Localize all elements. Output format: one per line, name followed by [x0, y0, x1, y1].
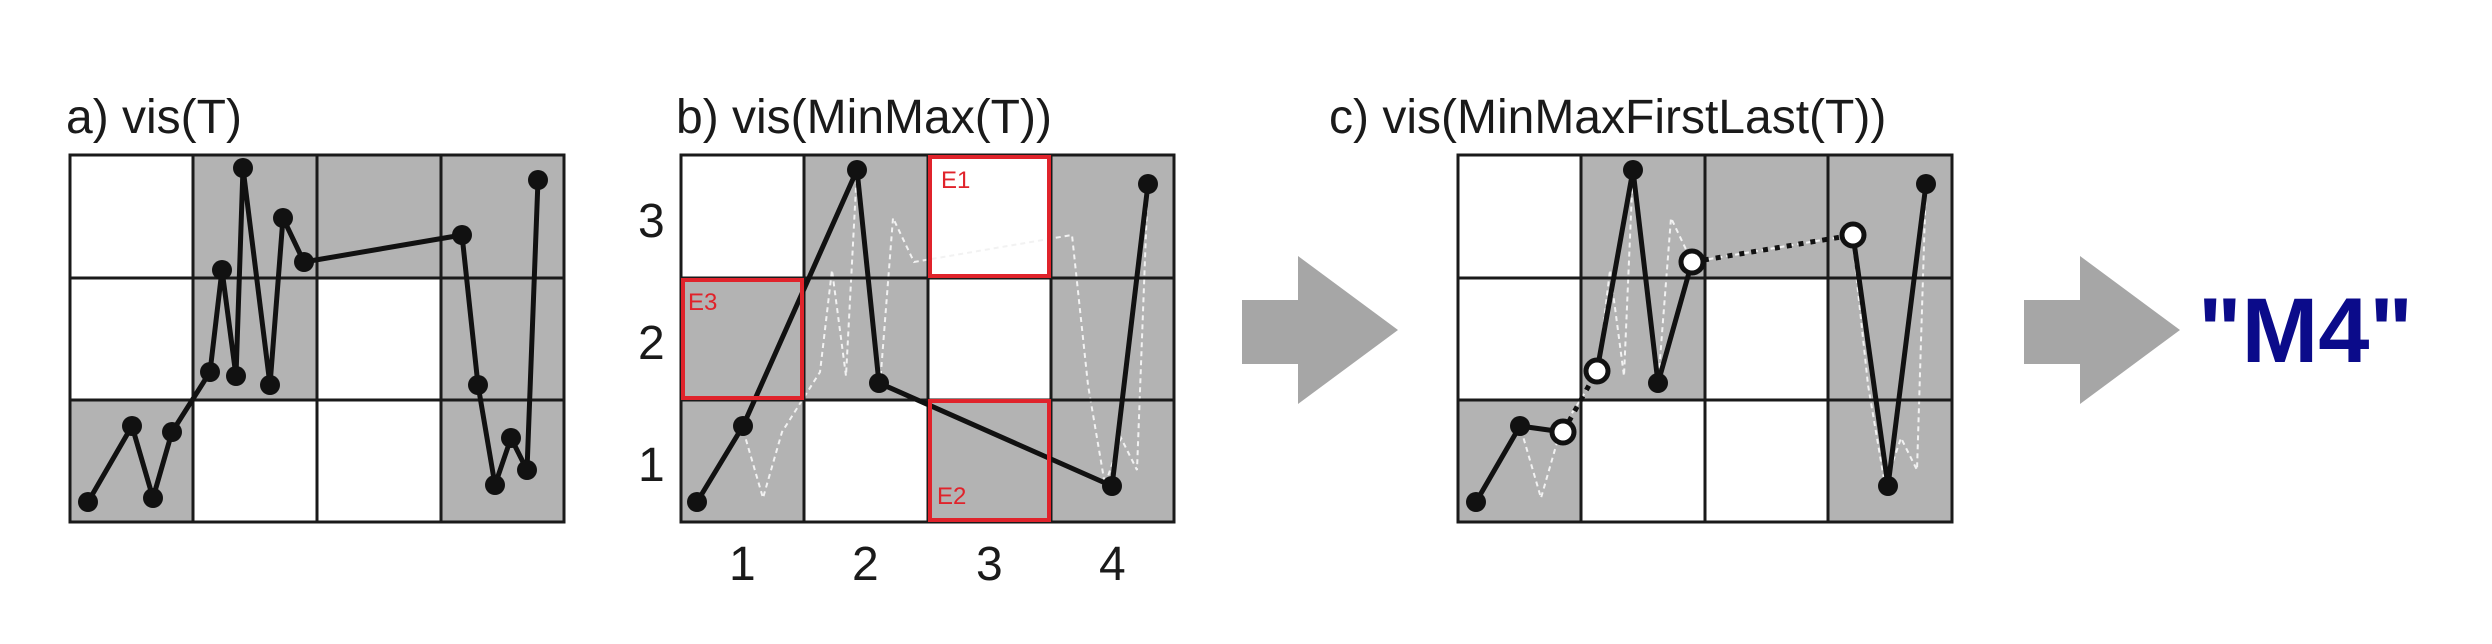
error-box-e3 [681, 278, 804, 400]
pixel-cell [441, 278, 564, 400]
panel-b-title: b) vis(MinMax(T)) [676, 91, 1052, 144]
data-point [501, 428, 521, 448]
panel-a-title: a) vis(T) [66, 91, 242, 144]
data-point [1648, 373, 1668, 393]
pixel-cell [1051, 155, 1174, 278]
pixel-cell [1828, 278, 1952, 400]
data-point [1510, 416, 1530, 436]
arrow-right-icon [2024, 256, 2180, 404]
pixel-cell [804, 278, 928, 400]
data-point [122, 416, 142, 436]
open-point [1678, 248, 1706, 276]
y-tick-3: 3 [638, 195, 665, 248]
panel-b-minmax-line [694, 167, 1151, 504]
data-point [200, 362, 220, 382]
pixel-cell [317, 155, 441, 278]
panel-c-firstlast-points [1549, 221, 1867, 446]
panel-a-pixels [70, 155, 564, 522]
data-point [517, 460, 537, 480]
data-point [1916, 174, 1936, 194]
pixel-cell [1705, 155, 1828, 278]
data-point [294, 252, 314, 272]
x-tick-4: 4 [1099, 538, 1126, 591]
y-tick-2: 2 [638, 317, 665, 370]
error-label-e2: E2 [937, 483, 966, 510]
panel-a-series-points [78, 158, 548, 512]
data-point [485, 475, 505, 495]
panel-c: c) vis(MinMaxFirstLast(T)) [1329, 91, 1954, 524]
data-point [1138, 174, 1158, 194]
panel-b-error-boxes [681, 155, 1051, 522]
data-point [452, 225, 472, 245]
error-label-e3: E3 [688, 289, 717, 316]
data-point [143, 488, 163, 508]
data-point [226, 366, 246, 386]
x-tick-1: 1 [729, 538, 756, 591]
data-point [260, 375, 280, 395]
open-point [1549, 418, 1577, 446]
dotted-connector [1691, 232, 1854, 265]
arrow-right-icon [1242, 256, 1398, 404]
error-box-e1 [928, 155, 1051, 278]
result-label: "M4" [2198, 280, 2413, 382]
y-tick-1: 1 [638, 439, 665, 492]
data-point [468, 375, 488, 395]
data-point [233, 158, 253, 178]
panel-c-minmax-points [1466, 160, 1936, 512]
pixel-cell [1051, 278, 1174, 400]
data-point [1466, 492, 1486, 512]
panel-b: b) vis(MinMax(T)) [638, 91, 1176, 591]
data-point [212, 260, 232, 280]
data-point [162, 422, 182, 442]
error-box-e2 [928, 399, 1051, 522]
data-point [1623, 160, 1643, 180]
panel-a: a) vis(T) [66, 91, 566, 524]
x-tick-2: 2 [852, 538, 879, 591]
data-point [687, 492, 707, 512]
open-point [1839, 221, 1867, 249]
data-point [528, 170, 548, 190]
data-point [78, 492, 98, 512]
data-point [733, 416, 753, 436]
panel-c-gap-lines [1560, 232, 1854, 434]
open-point [1583, 357, 1611, 385]
panel-b-minmax-points [687, 160, 1158, 512]
error-label-e1: E1 [941, 167, 970, 194]
pixel-cell [928, 400, 1051, 522]
data-point [847, 160, 867, 180]
panel-c-title: c) vis(MinMaxFirstLast(T)) [1329, 91, 1886, 144]
data-point [1878, 476, 1898, 496]
pixel-cell [1828, 155, 1952, 278]
series-segment [1594, 167, 1695, 386]
data-point [869, 373, 889, 393]
x-tick-3: 3 [976, 538, 1003, 591]
panel-c-grid [1456, 153, 1954, 524]
panel-a-grid [68, 153, 566, 524]
data-point [273, 208, 293, 228]
data-point [1102, 476, 1122, 496]
